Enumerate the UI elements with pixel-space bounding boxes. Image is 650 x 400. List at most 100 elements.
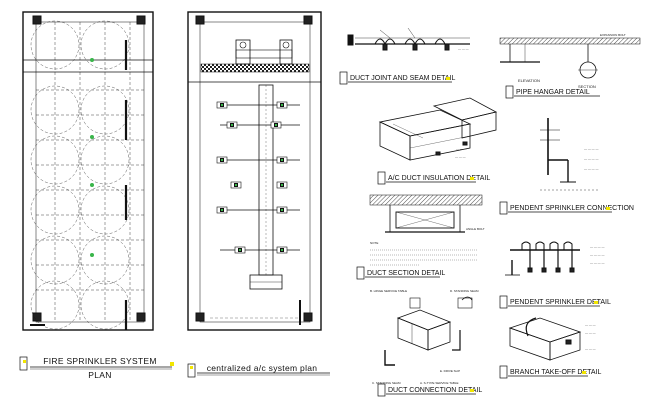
ac-plan-inner-wall — [199, 21, 311, 323]
svg-text:— — — —: — — — — — [590, 253, 605, 257]
pipe-hangar-title-text: PIPE HANGAR DETAIL — [516, 89, 590, 96]
riser-loop — [563, 241, 573, 250]
section-label: SECTION — [578, 84, 596, 89]
s-type-label: C. STANDING SEAM — [372, 381, 401, 385]
ac-plan-title: centralized a/c system plan — [187, 363, 330, 378]
diffuser-marker — [238, 248, 242, 252]
coverage-circle — [30, 135, 80, 185]
ac-duct-insulation-title: A/C DUCT INSULATION DETAIL — [377, 171, 490, 185]
pendent-connection-title: PENDENT SPRINKLER CONNECTION — [499, 201, 634, 215]
hinge-label: B. HINGE SERVICE TABLE — [370, 289, 407, 293]
coverage-circle — [30, 85, 80, 135]
sprinkler-pipe-grid — [36, 22, 144, 322]
pendent-sprinkler-detail: — — — — — — — — — — — — — [505, 241, 605, 276]
sprinkler-heads — [30, 20, 130, 330]
riser-loop — [549, 241, 559, 250]
coverage-circle — [80, 20, 130, 70]
svg-text:— — — —: — — — — — [584, 147, 599, 151]
svg-text:— — — —: — — — — — [590, 245, 605, 249]
pendent-connection-title-text: PENDENT SPRINKLER CONNECTION — [510, 205, 634, 212]
ac-duct-insulation-title-text: A/C DUCT INSULATION DETAIL — [388, 175, 490, 182]
svg-text:— — —: — — — — [456, 147, 467, 151]
svg-text:— — — —: — — — — — [584, 157, 599, 161]
ac-diffuser-units — [216, 101, 288, 254]
sprinkler-head-icon — [90, 135, 94, 139]
duct-joint-title-text: DUCT JOINT AND SEAM DETAIL — [350, 75, 456, 82]
diffuser-marker — [280, 183, 284, 187]
fire-sprinkler-plan — [22, 11, 154, 331]
duct-section-title-text: DUCT SECTION DETAIL — [367, 270, 445, 277]
duct-joint-title: DUCT JOINT AND SEAM DETAIL — [339, 71, 456, 85]
diffuser-marker — [220, 158, 224, 162]
fire-plan-title-line1: FIRE SPRINKLER SYSTEM — [43, 356, 157, 366]
pendent-drops — [521, 241, 575, 273]
elevation-label: ELEVATION — [518, 78, 540, 83]
riser-loop — [521, 241, 531, 250]
stair-band — [200, 63, 310, 73]
note-label: NOTE — [370, 241, 378, 245]
diffuser-marker — [234, 183, 238, 187]
svg-text:— — —: — — — — [585, 347, 596, 351]
expansion-bolt-label: EXPANSION BOLT — [600, 33, 626, 37]
drive-slip-label: E. DRIVE SLIP — [440, 369, 460, 373]
diffuser-marker — [280, 103, 284, 107]
fire-plan-outer-wall — [22, 11, 154, 331]
column-block — [136, 15, 146, 25]
sprinkler-head-icon — [90, 183, 94, 187]
fire-plan-title: FIRE SPRINKLER SYSTEM PLAN — [19, 356, 174, 380]
diffuser-marker — [230, 123, 234, 127]
diffuser-marker — [280, 208, 284, 212]
riser-loop — [535, 241, 545, 250]
column-block — [136, 312, 146, 322]
pendent-detail-title: PENDENT SPRINKLER DETAIL — [499, 295, 611, 309]
diffuser-marker — [280, 158, 284, 162]
ac-system-plan — [187, 11, 322, 331]
svg-text:— — —: — — — — [585, 323, 596, 327]
pendent-detail-title-text: PENDENT SPRINKLER DETAIL — [510, 299, 611, 306]
diffuser-marker — [220, 103, 224, 107]
ac-plan-outer-wall — [187, 11, 322, 331]
service-table-label: A. S-TYPE SERVICE TABLE — [420, 381, 459, 385]
coverage-circle — [80, 135, 130, 185]
coverage-circle — [80, 280, 130, 330]
duct-joint-detail: — — — — [347, 27, 470, 51]
pendent-connection-detail: — — — — — — — — — — — — — [540, 118, 600, 191]
column-block — [32, 15, 42, 25]
sprinkler-head-icon — [90, 58, 94, 62]
duct-connection-title-text: DUCT CONNECTION DETAIL — [388, 387, 482, 394]
angle-bolt-label: ANGLE BOLT — [466, 227, 485, 231]
svg-text:— — —: — — — — [455, 155, 466, 159]
duct-connection-detail: B. HINGE SERVICE TABLE D. STANDING SEAM … — [370, 289, 479, 385]
duct-section-detail: ANGLE BOLT NOTE — [369, 194, 485, 266]
svg-text:— — —: — — — — [458, 47, 469, 51]
sprinkler-head-icon — [541, 267, 547, 273]
sprinkler-head-icon — [555, 267, 561, 273]
branch-takeoff-title: BRANCH TAKE-OFF DETAIL — [499, 365, 602, 379]
branch-takeoff-title-text: BRANCH TAKE-OFF DETAIL — [510, 369, 602, 376]
branch-takeoff-detail: — — — — — — — — — — [508, 317, 596, 361]
sprinkler-head-icon — [90, 253, 94, 257]
standing-seam-label: D. STANDING SEAM — [450, 289, 479, 293]
sprinkler-head-icon — [527, 267, 533, 273]
coverage-circle — [30, 280, 80, 330]
duct-section-title: DUCT SECTION DETAIL — [356, 266, 445, 280]
svg-text:— — — —: — — — — — [584, 167, 599, 171]
fire-plan-inner-wall — [35, 21, 145, 323]
diffuser-marker — [274, 123, 278, 127]
pipe-hangar-title: PIPE HANGAR DETAIL — [505, 85, 600, 99]
coverage-circle — [80, 85, 130, 135]
fire-plan-title-line2: PLAN — [88, 370, 111, 380]
diffuser-marker — [280, 248, 284, 252]
coverage-circle — [30, 20, 80, 70]
coverage-circle — [30, 185, 80, 235]
ac-duct-insulation-detail: — — — — — — — [378, 97, 498, 161]
coverage-circle — [30, 235, 80, 285]
sprinkler-head-icon — [569, 267, 575, 273]
ac-plan-title-text: centralized a/c system plan — [207, 363, 318, 373]
svg-text:— — —: — — — — [585, 331, 596, 335]
duct-connection-title: DUCT CONNECTION DETAIL — [377, 383, 482, 397]
diffuser-marker — [220, 208, 224, 212]
coverage-circle — [80, 185, 130, 235]
